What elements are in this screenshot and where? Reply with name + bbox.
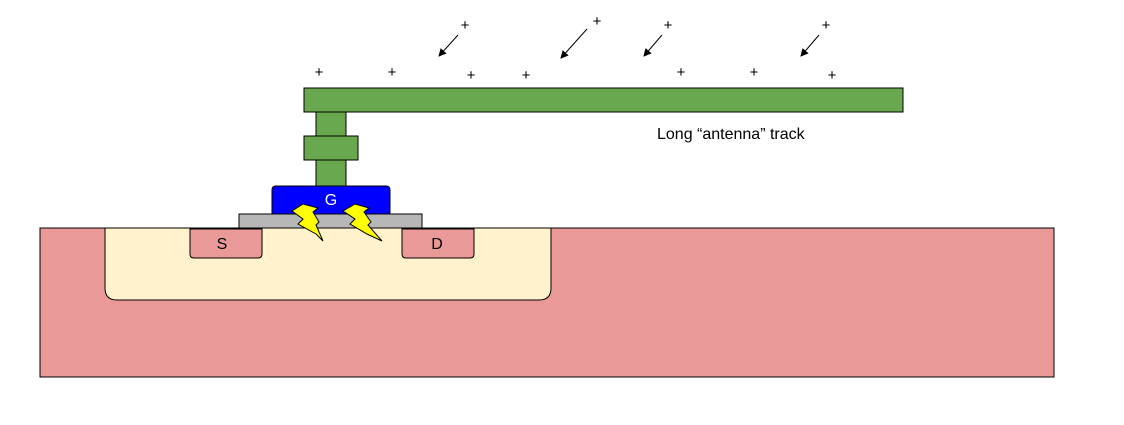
charge-plus: +: [315, 64, 324, 81]
spark-left-icon: [291, 203, 324, 242]
source-label: S: [217, 236, 228, 253]
charge-arrow: [643, 34, 663, 57]
drain-label: D: [431, 236, 443, 253]
antenna-label: Long “antenna” track: [657, 126, 806, 143]
charge-plus: +: [467, 67, 476, 84]
charge-plus: +: [522, 67, 531, 84]
antenna-track: [303, 87, 904, 113]
source-region: [189, 228, 263, 259]
well: [104, 227, 552, 301]
charge-plus: +: [677, 64, 686, 81]
charge-plus: +: [593, 13, 602, 30]
charge-plus: +: [664, 17, 673, 34]
charge-arrow: [800, 34, 820, 57]
metal-pad: [303, 135, 359, 161]
charge-plus: +: [461, 17, 470, 34]
charge-plus: +: [388, 64, 397, 81]
via-lower: [315, 159, 347, 187]
charge-plus: +: [822, 17, 831, 34]
spark-right-icon: [342, 203, 383, 242]
gate-label: G: [325, 192, 337, 209]
gate-oxide: [238, 213, 423, 229]
via-upper: [315, 111, 347, 137]
charge-plus: +: [750, 64, 759, 81]
charge-arrow: [560, 28, 588, 59]
charge-arrow: [438, 34, 459, 57]
charge-plus: +: [828, 67, 837, 84]
drain-region: [401, 228, 475, 259]
